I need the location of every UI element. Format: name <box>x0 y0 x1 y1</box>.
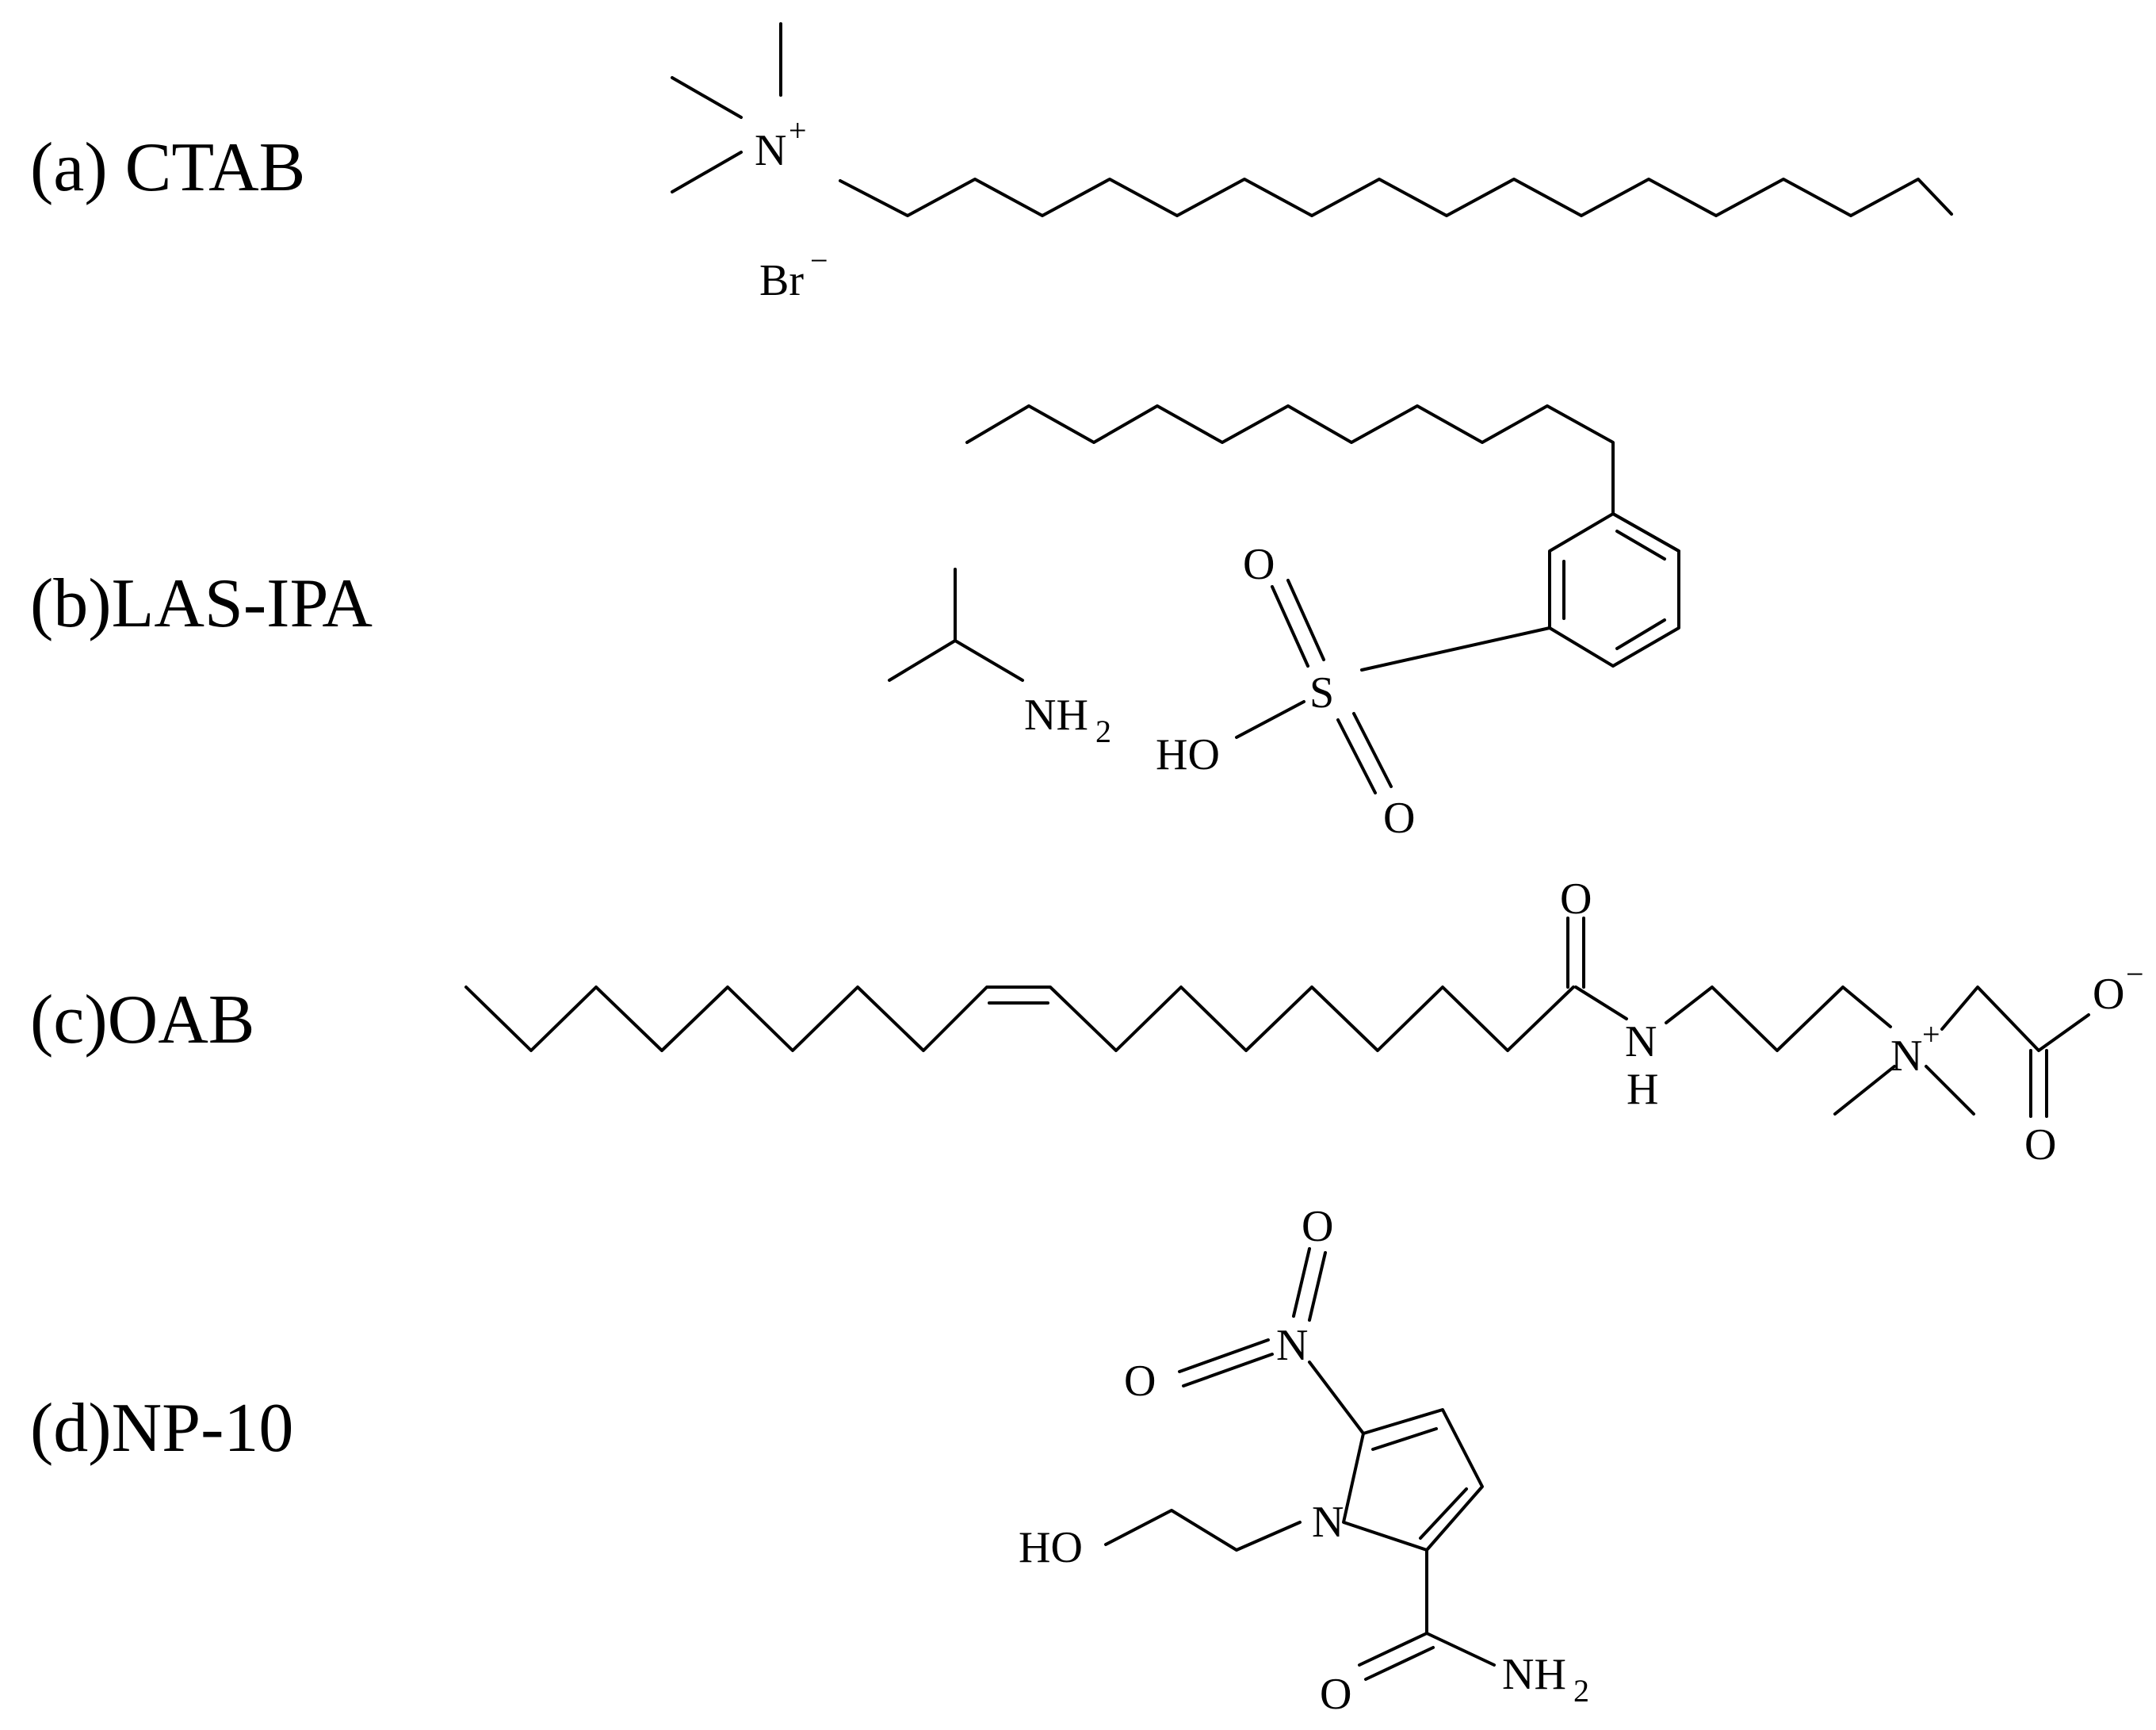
las-ipa-label: (b)LAS-IPA <box>30 565 373 642</box>
np10-c-n-bond <box>1425 1632 1496 1667</box>
oab-quat-nitrogen: N <box>1890 1031 1922 1081</box>
las-ring-double-bond <box>1615 618 1666 650</box>
np10-amide-sub: 2 <box>1573 1673 1589 1709</box>
ctab-methyl-bond <box>671 151 743 193</box>
oab-carboxyl-oxygen: O <box>2024 1120 2056 1169</box>
oab-o-charge: − <box>2126 956 2144 992</box>
np10-amide-oxygen: O <box>1320 1670 1351 1719</box>
np10-hydroxyethyl <box>1104 1509 1302 1552</box>
las-oxygen-top: O <box>1243 540 1275 589</box>
np10-label: (d)NP-10 <box>30 1390 293 1467</box>
las-ipa-structure: (b)LAS-IPA NH 2 S O O HO <box>30 404 1680 843</box>
oab-carboxymethyl <box>1940 986 2090 1052</box>
ipa-amine: NH <box>1024 691 1088 740</box>
ctab-alkyl-chain <box>839 178 1953 217</box>
oab-c-n-bond <box>1574 986 1628 1020</box>
np10-carbonyl-double-bond <box>1364 1646 1435 1681</box>
oab-methyl-bond <box>1833 1065 1896 1116</box>
np10-no-double-bond <box>1178 1338 1270 1373</box>
las-so-double-bond <box>1271 585 1309 668</box>
las-s-oh-bond <box>1235 700 1305 739</box>
np10-nitro-oxygen-top: O <box>1302 1202 1333 1251</box>
las-alkyl-chain <box>965 404 1680 553</box>
oab-amide-oxygen: O <box>1560 875 1592 924</box>
oab-n-charge: + <box>1922 1016 1940 1052</box>
las-hydroxyl: HO <box>1156 730 1220 779</box>
ctab-bromine: Br <box>759 256 804 305</box>
ctab-br-charge: − <box>810 243 828 278</box>
ipa-bond <box>888 639 957 682</box>
np10-ring-double-bond <box>1419 1487 1468 1540</box>
oab-amide-hydrogen: H <box>1627 1065 1658 1114</box>
oab-structure: (c)OAB O N H N + O − O <box>30 875 2144 1169</box>
np10-no-double-bond <box>1308 1251 1327 1322</box>
las-so-double-bond <box>1352 712 1393 788</box>
np10-no-double-bond <box>1182 1353 1274 1387</box>
ipa-bond <box>954 639 1024 682</box>
np10-no-double-bond <box>1292 1247 1311 1318</box>
np10-amide-nitrogen: NH <box>1502 1650 1566 1699</box>
ctab-methyl-bond <box>671 76 743 119</box>
las-ring-double-bond <box>1615 530 1666 561</box>
oab-methyl-bond <box>1925 1065 1975 1116</box>
np10-c-no2-bond <box>1308 1361 1365 1435</box>
oab-alkyl-chain <box>464 986 1575 1052</box>
np10-ring-double-bond <box>1371 1427 1438 1451</box>
las-sulfur: S <box>1309 668 1334 718</box>
np10-nitro-oxygen-left: O <box>1124 1357 1156 1406</box>
ctab-structure: (a) CTAB N + Br − <box>30 22 1953 305</box>
np10-nitro-nitrogen: N <box>1276 1321 1308 1370</box>
ctab-n-charge: + <box>789 113 807 148</box>
np10-hydroxyl: HO <box>1019 1523 1083 1572</box>
oab-propyl-linker <box>1665 986 1892 1052</box>
las-so-double-bond <box>1336 718 1377 794</box>
las-oxygen-bottom: O <box>1383 794 1415 843</box>
las-benzene-ring <box>1548 512 1680 668</box>
ctab-nitrogen: N <box>755 126 786 175</box>
las-c-s-bond <box>1360 626 1551 672</box>
oab-carboxylate-o-minus: O <box>2093 970 2124 1019</box>
np10-structure: (d)NP-10 O N O N HO O NH 2 <box>30 1202 1589 1719</box>
oab-label: (c)OAB <box>30 982 254 1058</box>
np10-carbonyl-double-bond <box>1358 1632 1428 1667</box>
oab-amide-nitrogen: N <box>1625 1017 1657 1066</box>
las-so-double-bond <box>1286 579 1325 661</box>
ctab-label: (a) CTAB <box>30 129 305 206</box>
ipa-amine-sub: 2 <box>1095 714 1111 749</box>
np10-pyrrole-ring <box>1342 1408 1484 1552</box>
np10-ring-nitrogen: N <box>1312 1498 1344 1547</box>
